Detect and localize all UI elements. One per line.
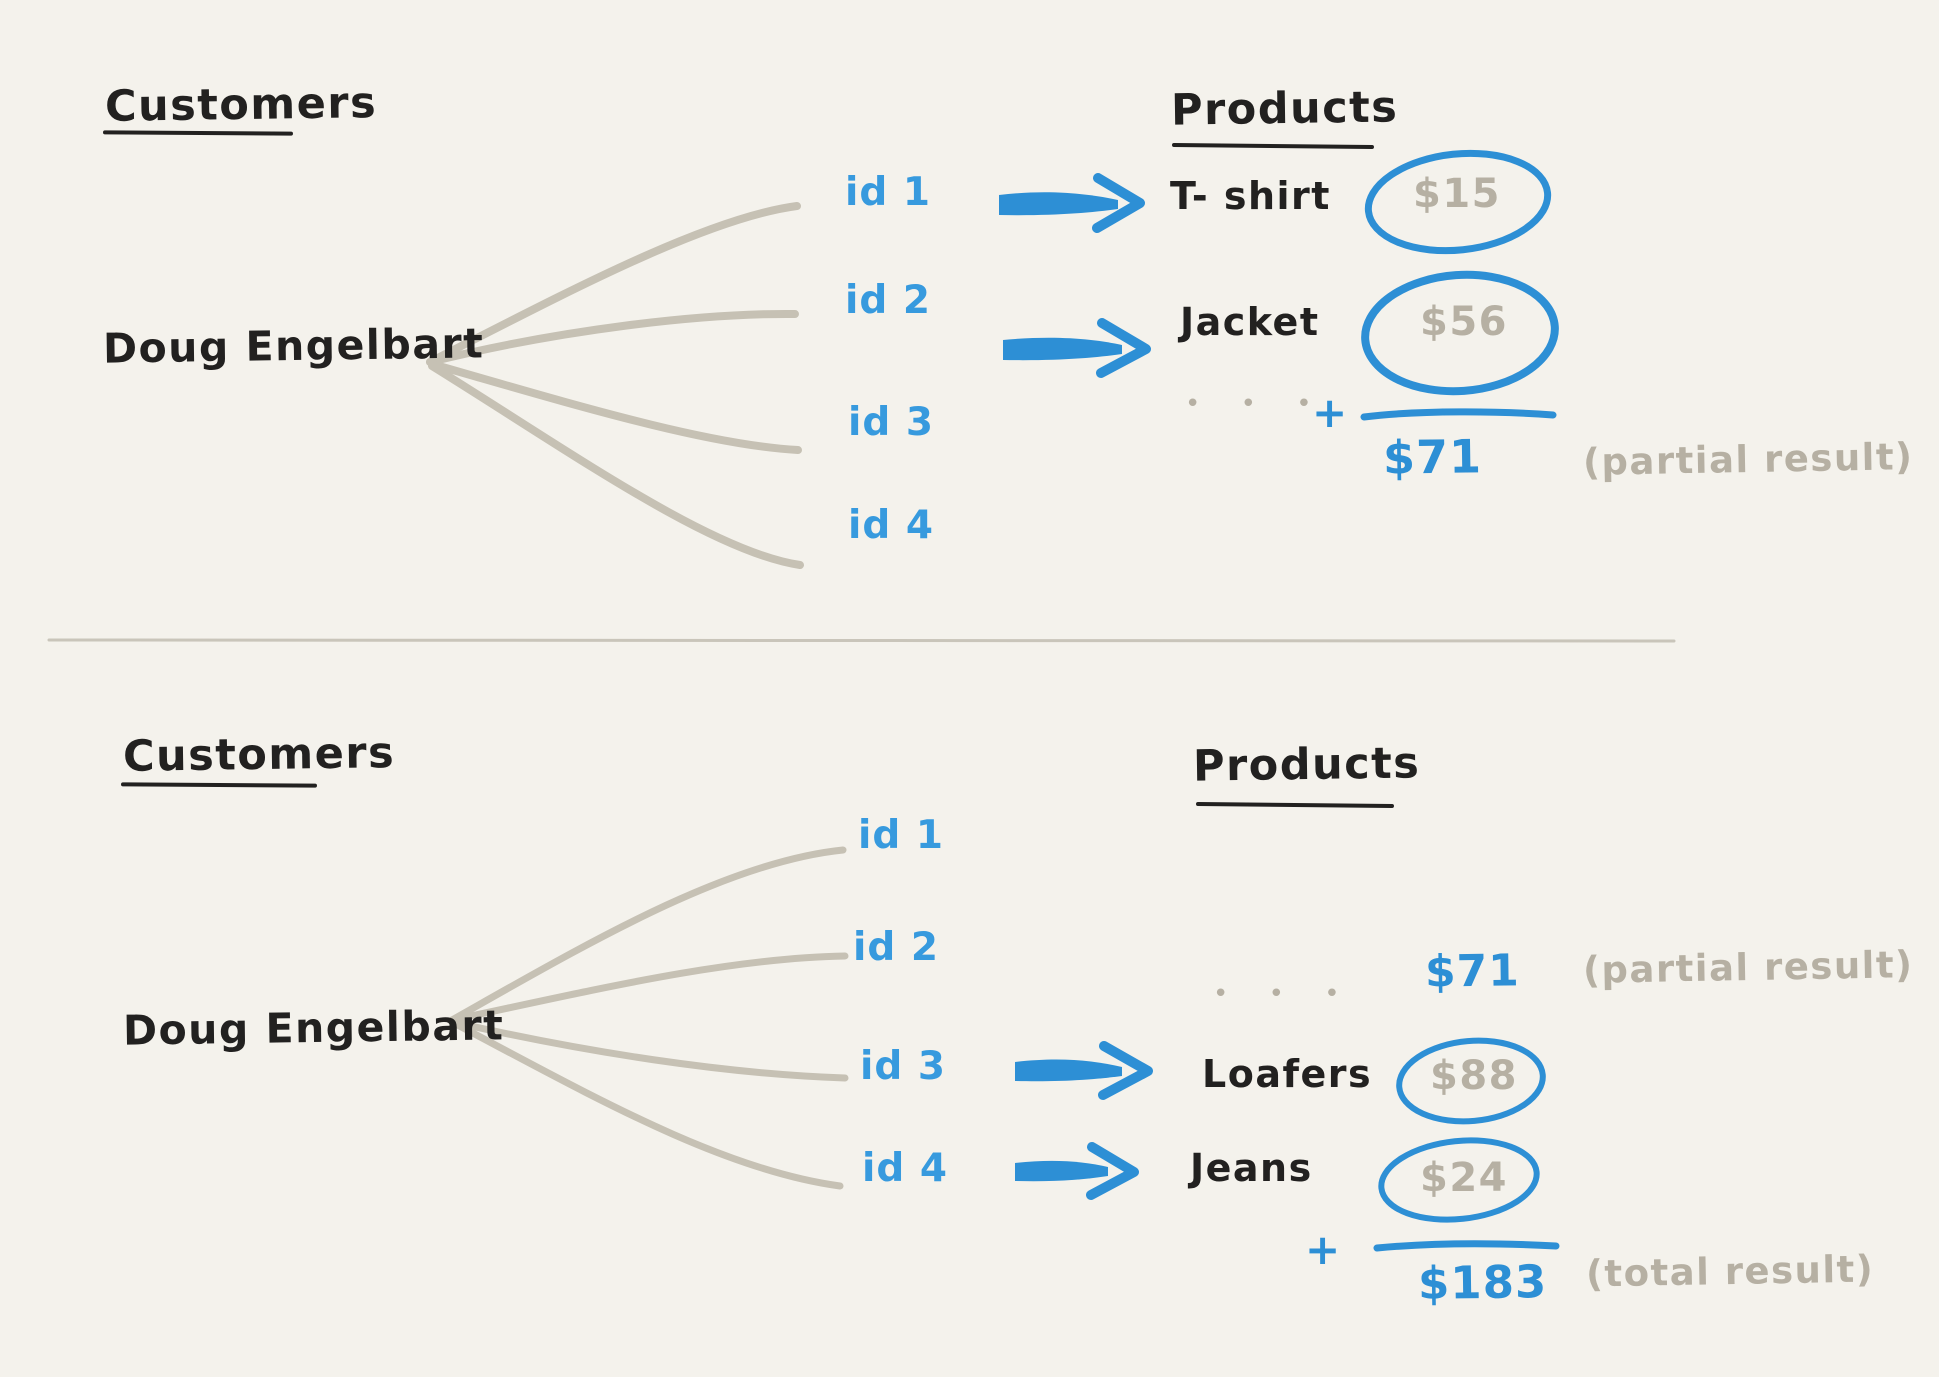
fan-line-id3 [449,1018,849,1082]
arrow-body [1015,1059,1122,1082]
id-label-top-2: id 2 [845,278,931,323]
sum-line-bottom [1373,1240,1560,1252]
arrow-head [1098,1041,1153,1100]
fan-line-id2 [448,952,849,1024]
customer-name-bottom: Doug Engelbart [122,1001,505,1055]
total-result-note: (total result) [1585,1247,1875,1296]
sum-line-top [1360,408,1557,421]
price-circle-88 [1396,1037,1546,1125]
arrow-head [1092,173,1145,233]
id-label-bottom-3: id 3 [860,1044,946,1089]
customers-heading-top: Customers [104,78,378,132]
id-label-bottom-4: id 4 [862,1146,948,1191]
arrow-icon-id2-jacket [1003,318,1151,378]
price-value-88: $88 [1430,1053,1518,1099]
price-value-15: $15 [1413,171,1501,217]
plus-sign-top: + [1312,388,1348,437]
arrow-head [1096,318,1151,378]
customers-heading-bottom: Customers [122,728,396,782]
partial-result-note-top: (partial result) [1582,435,1914,484]
carried-partial-sum: $71 [1424,945,1521,998]
section-divider [47,638,1676,643]
arrow-icon-id3-loafers [1015,1041,1153,1100]
price-circle-15 [1364,149,1552,255]
partial-sum-top: $71 [1382,429,1483,485]
products-heading-bottom: Products [1192,738,1421,792]
plus-sign-bottom: + [1305,1225,1341,1274]
price-value-56: $56 [1420,299,1508,345]
arrow-body [1015,1160,1108,1182]
fan-line-id4 [428,362,804,569]
product-label-loafers: Loafers [1202,1052,1373,1096]
price-value-24: $24 [1420,1155,1508,1201]
customer-name-top: Doug Engelbart [102,319,485,373]
id-label-bottom-2: id 2 [853,925,939,970]
ellipsis-top: • • • [1185,389,1328,419]
fan-line-id4 [448,1018,844,1190]
fan-line-id1 [426,202,801,366]
price-circle-56 [1361,270,1559,396]
fan-lines-bottom [448,846,849,1190]
product-label-tshirt: T- shirt [1170,174,1331,218]
arrow-body [1003,337,1122,361]
arrow-head [1086,1142,1139,1200]
total-sum: $183 [1417,1255,1548,1310]
arrow-icon-id4-jeans [1015,1142,1139,1200]
price-circle-24 [1378,1137,1540,1223]
arrow-body [999,192,1118,216]
fan-line-id3 [428,360,802,454]
partial-result-note-bottom: (partial result) [1582,943,1914,992]
id-label-top-4: id 4 [848,503,934,548]
arrow-icon-id1-tshirt [999,173,1145,233]
product-label-jeans: Jeans [1190,1146,1313,1190]
id-label-top-3: id 3 [848,400,934,445]
product-label-jacket: Jacket [1180,300,1320,344]
id-label-bottom-1: id 1 [858,813,944,858]
products-heading-top: Products [1170,82,1399,136]
fan-line-id2 [426,309,799,366]
id-label-top-1: id 1 [845,170,931,215]
fan-line-id1 [448,846,847,1024]
ellipsis-bottom: • • • [1213,979,1356,1009]
fan-lines-top [426,202,804,569]
